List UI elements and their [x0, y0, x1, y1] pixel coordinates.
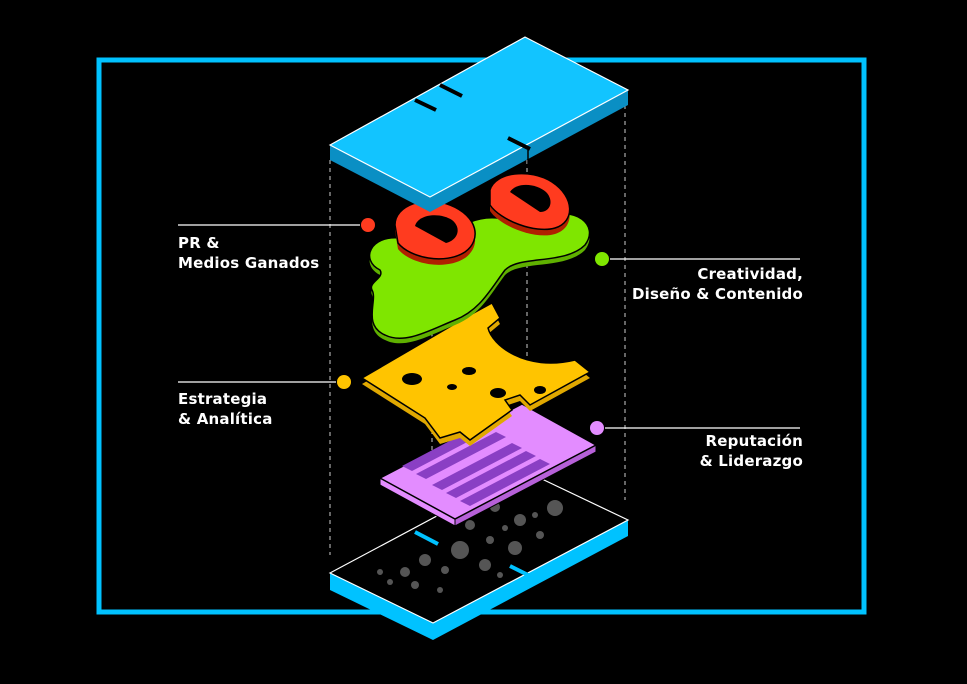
guide-lines [329, 105, 626, 610]
label-strategy-line1: Estrategia [178, 390, 268, 408]
strategy-layer [360, 301, 592, 446]
leader-strategy [178, 375, 351, 389]
leader-pr [178, 218, 375, 232]
label-creative: Creatividad, Diseño & Contenido [632, 264, 803, 304]
label-creative-line1: Creatividad, [697, 265, 803, 283]
leader-reputation [590, 421, 800, 435]
label-pr-line1: PR & [178, 234, 220, 252]
label-reputation-line1: Reputación [705, 432, 803, 450]
label-pr-line2: Medios Ganados [178, 254, 320, 272]
pr-dot [361, 218, 375, 232]
label-reputation-line2: & Liderazgo [699, 452, 803, 470]
reputation-dot [590, 421, 604, 435]
label-strategy: Estrategia & Analítica [178, 389, 273, 429]
base-slab [328, 469, 630, 640]
label-strategy-line2: & Analítica [178, 410, 273, 428]
label-creative-line2: Diseño & Contenido [631, 285, 803, 303]
top-slab [328, 36, 630, 212]
pr-layer [394, 172, 571, 265]
label-reputation: Reputación & Liderazgo [700, 431, 803, 471]
creative-dot [595, 252, 609, 266]
strategy-dot [337, 375, 351, 389]
label-pr: PR & Medios Ganados [178, 233, 319, 273]
leader-creative [595, 252, 800, 266]
